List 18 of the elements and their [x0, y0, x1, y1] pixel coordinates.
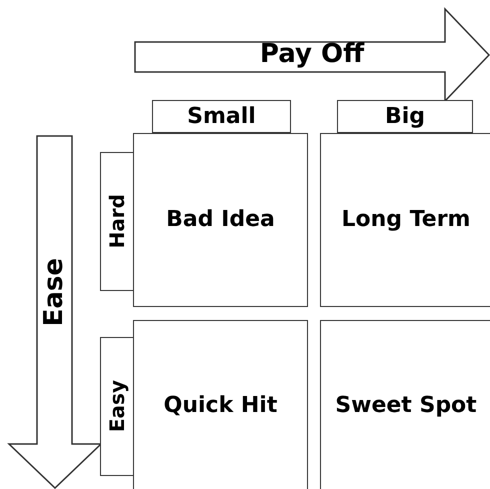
quadrant-box	[133, 320, 308, 489]
quadrant-label: Quick Hit	[164, 392, 278, 420]
header-label: Big	[384, 102, 426, 130]
quadrant-label: Long Term	[342, 206, 470, 234]
axis-label: Ease	[38, 258, 70, 326]
axis-label: Pay Off	[260, 38, 364, 70]
quadrant-box	[320, 133, 490, 307]
quadrant-label: Bad Idea	[166, 206, 275, 234]
header-label: Small	[187, 102, 256, 130]
header-label: Hard	[104, 194, 130, 249]
quadrant-box	[320, 320, 490, 489]
column-header	[337, 100, 473, 133]
quadrant-label: Sweet Spot	[335, 392, 477, 420]
quadrant-box	[133, 133, 308, 307]
header-label: Easy	[104, 380, 130, 433]
row-header	[100, 337, 134, 476]
column-header	[152, 100, 291, 133]
row-header	[100, 152, 134, 291]
